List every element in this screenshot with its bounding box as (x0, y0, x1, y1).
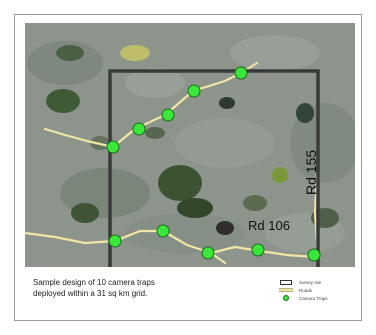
legend-label-camera-traps: Camera Traps (299, 295, 328, 301)
legend-item-survey-site: Survey site (277, 278, 357, 286)
caption-line-2: deployed within a 31 sq km grid. (33, 289, 148, 298)
camera-trap-1[interactable] (234, 66, 248, 80)
survey-site-symbol-icon (277, 278, 295, 286)
road-label-rd106: Rd 106 (248, 218, 290, 233)
camera-trap-5[interactable] (106, 140, 120, 154)
legend-label-roads: Roads (299, 287, 313, 293)
map-figure: Rd 155 Rd 106 Sample design of 10 camera… (14, 14, 362, 321)
map-svg: Rd 155 Rd 106 (25, 23, 355, 267)
camera-trap-10[interactable] (307, 248, 321, 262)
road-label-rd155: Rd 155 (303, 150, 319, 195)
camera-trap-4[interactable] (132, 122, 146, 136)
camera-trap-6[interactable] (108, 234, 122, 248)
camera-trap-symbol-icon (277, 294, 295, 302)
vegetation-patches (46, 45, 339, 235)
figure-caption: Sample design of 10 camera traps deploye… (33, 277, 243, 299)
camera-trap-9[interactable] (251, 243, 265, 257)
camera-trap-3[interactable] (161, 108, 175, 122)
caption-line-1: Sample design of 10 camera traps (33, 278, 155, 287)
camera-trap-8[interactable] (201, 246, 215, 260)
legend-item-roads: Roads (277, 286, 357, 294)
camera-trap-2[interactable] (187, 84, 201, 98)
road-west (43, 127, 115, 149)
camera-traps (106, 66, 321, 262)
satellite-map[interactable]: Rd 155 Rd 106 (25, 23, 355, 267)
camera-trap-7[interactable] (156, 224, 170, 238)
road-sw (25, 229, 317, 259)
legend-label-survey-site: Survey site (299, 279, 322, 285)
map-legend: Survey site Roads Camera Traps (277, 278, 357, 302)
road-symbol-icon (277, 286, 295, 294)
survey-grid-boundary (108, 69, 320, 267)
legend-item-camera-traps: Camera Traps (277, 294, 357, 302)
